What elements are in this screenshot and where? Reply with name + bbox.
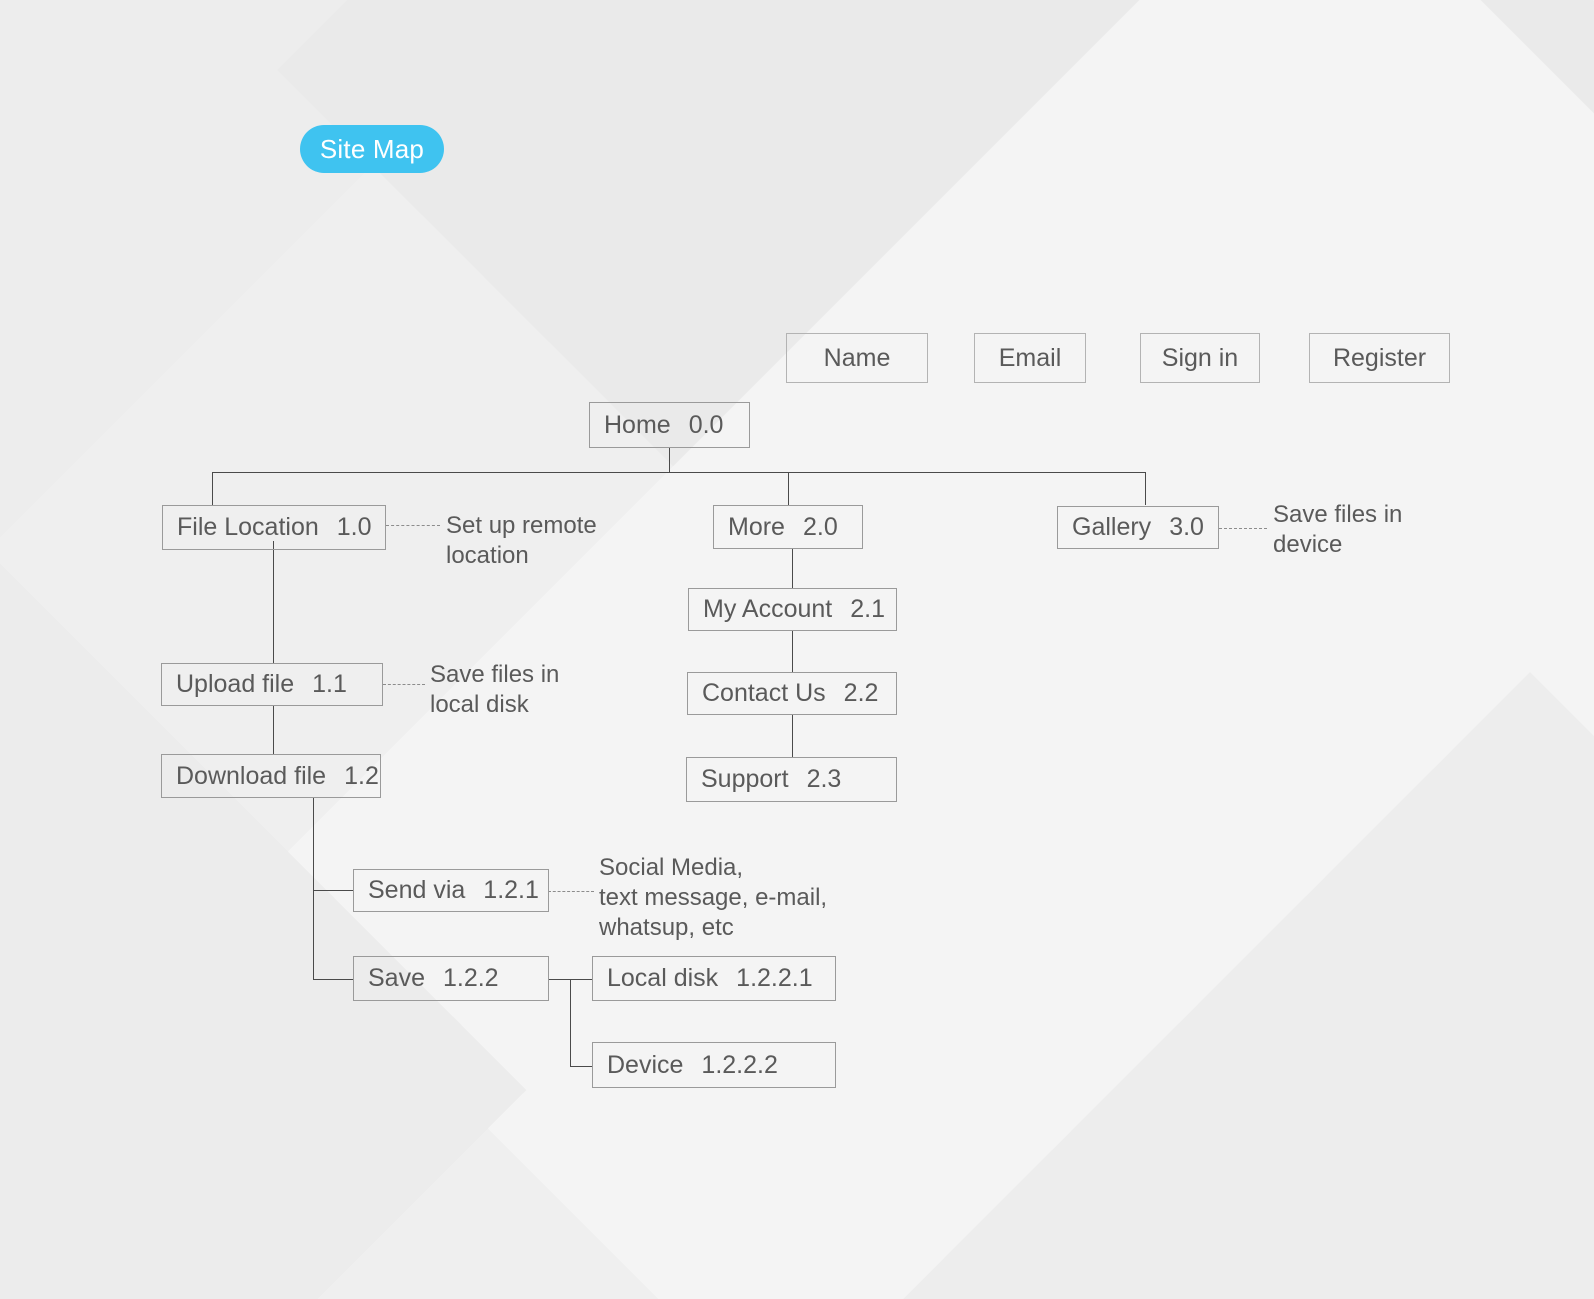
- connector-upload-to-download: [273, 705, 274, 754]
- annotation-send-via: Social Media, text message, e-mail, what…: [599, 854, 828, 941]
- node-local-disk-number: 1.2.2.1: [736, 964, 813, 992]
- connector-save-to-device: [570, 1066, 592, 1067]
- node-home[interactable]: Home 0.0: [589, 402, 750, 448]
- node-gallery-label: Gallery: [1072, 513, 1152, 541]
- node-send-via-label: Send via: [368, 876, 466, 904]
- node-device-label: Device: [607, 1050, 684, 1079]
- node-save-number: 1.2.2: [442, 964, 499, 992]
- top-button-register[interactable]: Register: [1309, 333, 1450, 383]
- node-local-disk-label: Local disk: [607, 964, 719, 992]
- node-home-number: 0.0: [688, 410, 724, 439]
- annotation-gallery: Save files in device: [1273, 501, 1403, 558]
- top-button-name-label: Name: [823, 343, 891, 372]
- node-support-label: Support: [701, 765, 789, 793]
- connector-contact-us-to-support: [792, 715, 793, 757]
- connector-file-location-to-upload: [273, 541, 274, 663]
- node-more-label: More: [728, 512, 785, 541]
- node-file-location-label: File Location: [177, 513, 319, 541]
- connector-level1-bus: [212, 472, 1146, 473]
- node-my-account-label: My Account: [703, 595, 833, 623]
- node-download-file-number: 1.2: [344, 761, 379, 790]
- node-local-disk[interactable]: Local disk 1.2.2.1: [592, 956, 836, 1001]
- node-device-number: 1.2.2.2: [701, 1050, 778, 1079]
- annotation-file-location: Set up remote location: [446, 512, 597, 569]
- node-upload-file-number: 1.1: [312, 670, 347, 698]
- top-button-email-label: Email: [998, 343, 1062, 372]
- node-file-location[interactable]: File Location 1.0: [162, 505, 386, 550]
- node-my-account-number: 2.1: [850, 595, 885, 623]
- leader-upload-file-note: [383, 684, 425, 685]
- leader-file-location-note: [386, 525, 440, 526]
- site-map-badge-label: Site Map: [319, 133, 425, 164]
- node-send-via-number: 1.2.1: [483, 876, 539, 904]
- node-gallery-number: 3.0: [1169, 513, 1204, 541]
- node-download-file[interactable]: Download file 1.2: [161, 754, 381, 798]
- connector-download-to-send-via: [313, 890, 353, 891]
- node-save[interactable]: Save 1.2.2: [353, 956, 549, 1001]
- top-button-name[interactable]: Name: [786, 333, 928, 383]
- node-save-label: Save: [368, 964, 425, 992]
- top-button-sign-in[interactable]: Sign in: [1140, 333, 1260, 383]
- top-button-sign-in-label: Sign in: [1161, 343, 1239, 372]
- node-support-number: 2.3: [806, 765, 842, 793]
- node-contact-us-label: Contact Us: [702, 679, 826, 707]
- node-upload-file-label: Upload file: [176, 670, 295, 698]
- top-button-email[interactable]: Email: [974, 333, 1086, 383]
- node-more-number: 2.0: [802, 512, 838, 541]
- node-my-account[interactable]: My Account 2.1: [688, 588, 897, 631]
- node-home-label: Home: [604, 410, 671, 439]
- connector-more-to-my-account: [792, 549, 793, 588]
- node-download-file-label: Download file: [176, 761, 327, 790]
- connector-save-trunk: [570, 979, 571, 1066]
- node-more[interactable]: More 2.0: [713, 505, 863, 549]
- leader-send-via-note: [548, 891, 594, 892]
- node-file-location-number: 1.0: [336, 513, 372, 541]
- annotation-upload-file: Save files in local disk: [430, 661, 560, 718]
- node-device[interactable]: Device 1.2.2.2: [592, 1042, 836, 1088]
- node-contact-us-number: 2.2: [843, 679, 879, 707]
- leader-gallery-note: [1219, 528, 1267, 529]
- bg-polygon-bright-wedge: [249, 0, 1594, 1299]
- connector-my-account-to-contact-us: [792, 631, 793, 672]
- node-contact-us[interactable]: Contact Us 2.2: [687, 672, 897, 715]
- connector-home-stem: [669, 448, 670, 472]
- connector-bus-to-file-location: [212, 472, 213, 505]
- node-gallery[interactable]: Gallery 3.0: [1057, 506, 1219, 549]
- top-button-register-label: Register: [1332, 343, 1427, 372]
- connector-download-trunk: [313, 797, 314, 980]
- node-send-via[interactable]: Send via 1.2.1: [353, 869, 549, 912]
- connector-bus-to-gallery: [1145, 472, 1146, 505]
- node-support[interactable]: Support 2.3: [686, 757, 897, 802]
- site-map-badge: Site Map: [300, 125, 444, 173]
- connector-download-to-save: [313, 979, 353, 980]
- connector-bus-to-more: [788, 472, 789, 505]
- node-upload-file[interactable]: Upload file 1.1: [161, 663, 383, 706]
